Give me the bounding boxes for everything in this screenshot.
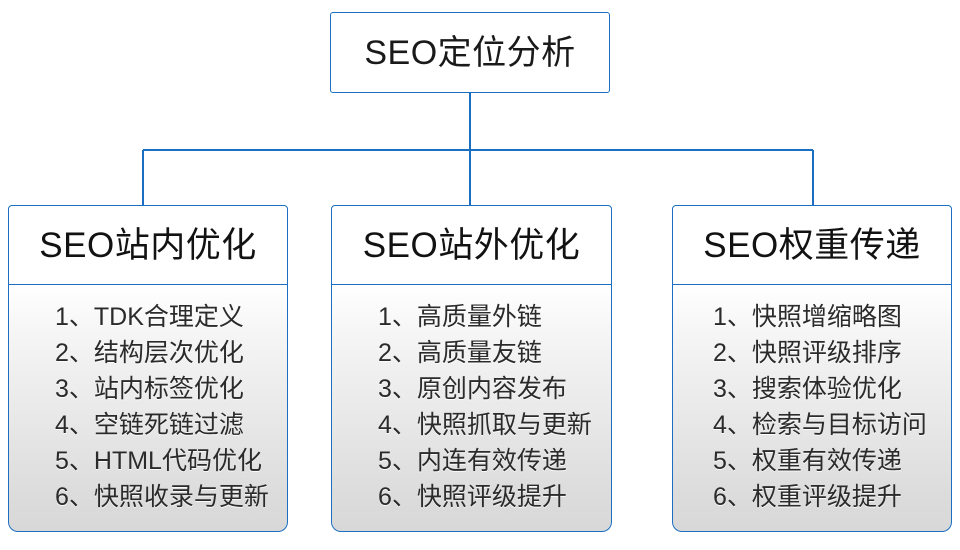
list-item: 3、搜索体验优化 bbox=[713, 375, 902, 403]
list-item: 6、权重评级提升 bbox=[713, 483, 902, 511]
branch-body-1: 1、TDK合理定义 2、结构层次优化 3、站内标签优化 4、空链死链过滤 5、H… bbox=[8, 285, 288, 532]
branch-header-label-1: SEO站内优化 bbox=[39, 225, 257, 265]
branch-header-2: SEO站外优化 bbox=[331, 205, 612, 285]
branch-item-list-1: 1、TDK合理定义 2、结构层次优化 3、站内标签优化 4、空链死链过滤 5、H… bbox=[9, 299, 287, 515]
list-item: 5、内连有效传递 bbox=[378, 447, 567, 475]
list-item: 6、快照收录与更新 bbox=[55, 483, 269, 511]
root-node-label: SEO定位分析 bbox=[364, 33, 576, 72]
list-item: 5、HTML代码优化 bbox=[55, 447, 262, 475]
branch-item-list-3: 1、快照增缩略图 2、快照评级排序 3、搜索体验优化 4、检索与目标访问 5、权… bbox=[673, 299, 951, 515]
list-item: 6、快照评级提升 bbox=[378, 483, 567, 511]
list-item: 1、高质量外链 bbox=[378, 303, 542, 331]
branch-header-3: SEO权重传递 bbox=[672, 205, 952, 285]
list-item: 2、结构层次优化 bbox=[55, 339, 244, 367]
branch-column-1: SEO站内优化 1、TDK合理定义 2、结构层次优化 3、站内标签优化 4、空链… bbox=[8, 205, 288, 532]
branch-header-label-2: SEO站外优化 bbox=[362, 225, 581, 265]
root-node: SEO定位分析 bbox=[330, 12, 610, 93]
list-item: 5、权重有效传递 bbox=[713, 447, 902, 475]
list-item: 3、原创内容发布 bbox=[378, 375, 567, 403]
branch-body-3: 1、快照增缩略图 2、快照评级排序 3、搜索体验优化 4、检索与目标访问 5、权… bbox=[672, 285, 952, 532]
branch-column-2: SEO站外优化 1、高质量外链 2、高质量友链 3、原创内容发布 4、快照抓取与… bbox=[331, 205, 612, 532]
branch-body-2: 1、高质量外链 2、高质量友链 3、原创内容发布 4、快照抓取与更新 5、内连有… bbox=[331, 285, 612, 532]
branch-header-label-3: SEO权重传递 bbox=[703, 225, 921, 265]
list-item: 4、空链死链过滤 bbox=[55, 411, 244, 439]
list-item: 4、快照抓取与更新 bbox=[378, 411, 592, 439]
list-item: 1、快照增缩略图 bbox=[713, 303, 902, 331]
branch-item-list-2: 1、高质量外链 2、高质量友链 3、原创内容发布 4、快照抓取与更新 5、内连有… bbox=[332, 299, 611, 515]
list-item: 3、站内标签优化 bbox=[55, 375, 244, 403]
list-item: 1、TDK合理定义 bbox=[55, 303, 244, 331]
branch-column-3: SEO权重传递 1、快照增缩略图 2、快照评级排序 3、搜索体验优化 4、检索与… bbox=[672, 205, 952, 532]
list-item: 4、检索与目标访问 bbox=[713, 411, 927, 439]
branch-header-1: SEO站内优化 bbox=[8, 205, 288, 285]
list-item: 2、快照评级排序 bbox=[713, 339, 902, 367]
list-item: 2、高质量友链 bbox=[378, 339, 542, 367]
